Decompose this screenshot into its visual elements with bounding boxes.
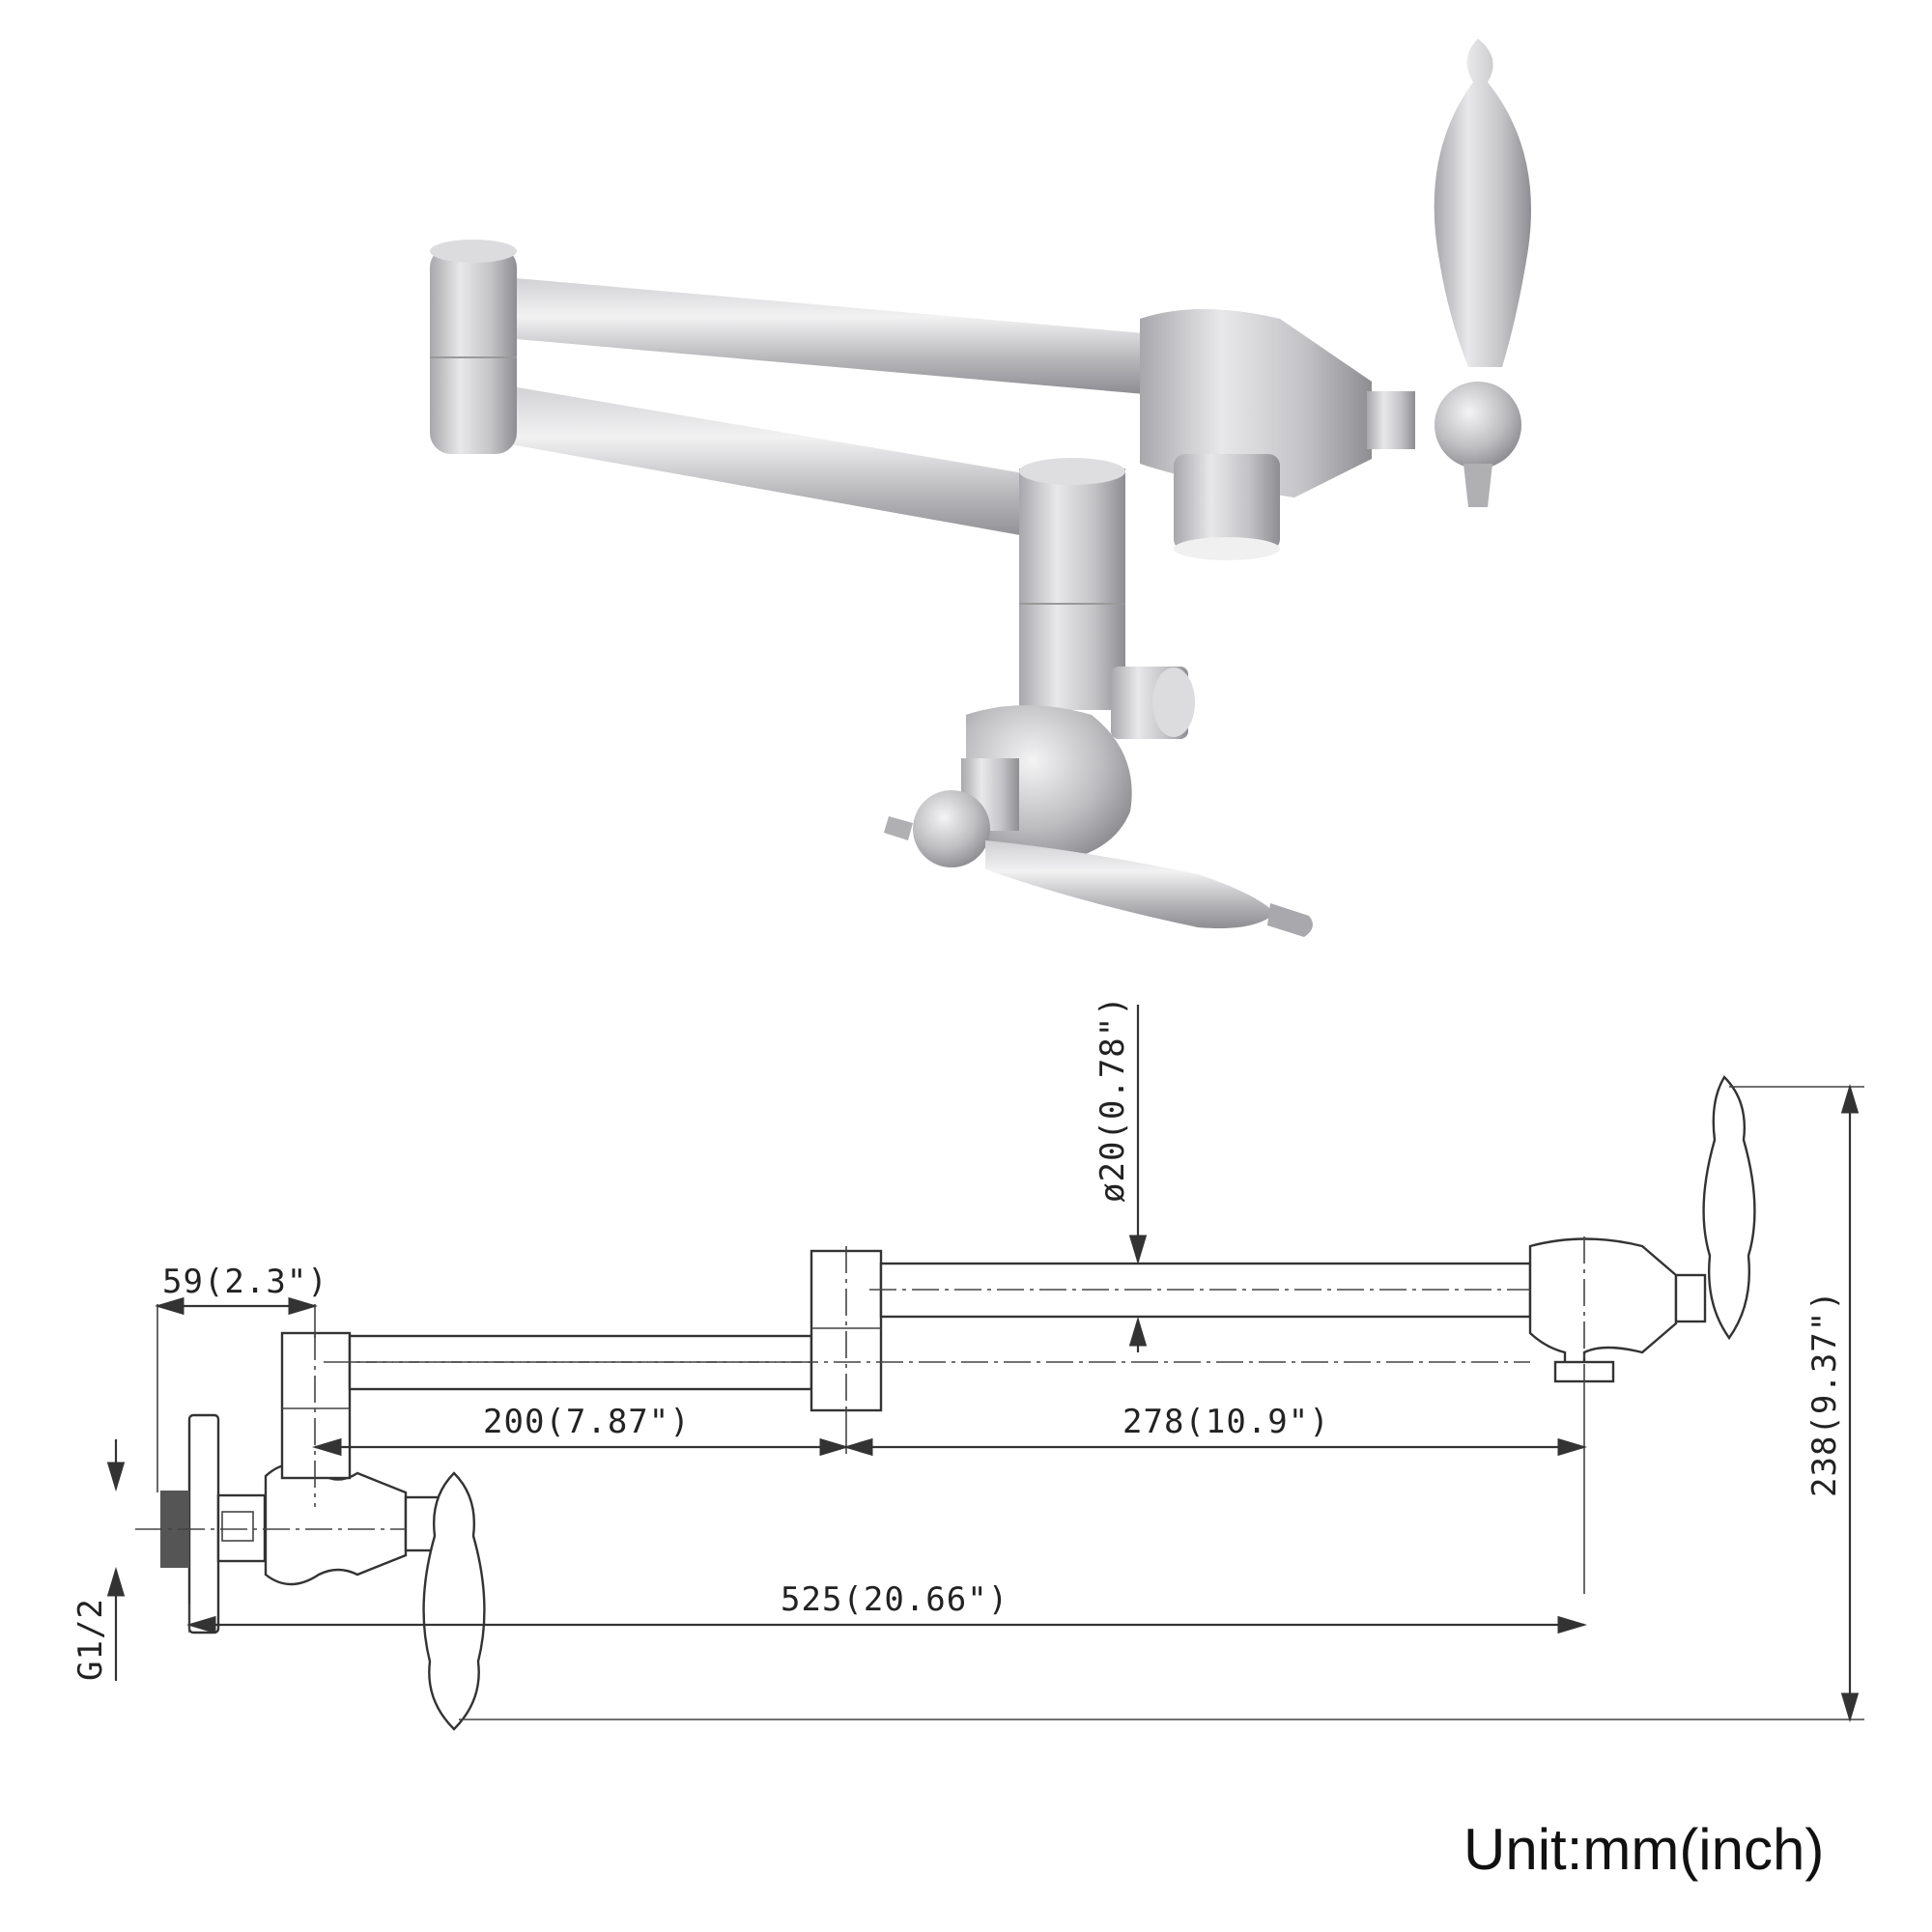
- lower-lever-handle: [884, 790, 1313, 937]
- inlet-valve-body: [961, 667, 1195, 865]
- vertical-riser: [1019, 458, 1125, 710]
- dim-long-arm: 278(10.9"): [1122, 1403, 1330, 1441]
- lower-arm-pipe: [483, 382, 1053, 541]
- upper-arm-pipe: [483, 275, 1145, 394]
- valve-body-outline: [264, 1463, 408, 1586]
- technical-drawing: 59(2.3") 200(7.87") 278(10.9") 525(20.66…: [71, 995, 1864, 1731]
- elbow-joint: [430, 240, 517, 454]
- dim-total-reach: 525(20.66"): [781, 1580, 1009, 1619]
- dim-total-height: 238(9.37"): [1805, 1290, 1844, 1497]
- unit-note: Unit:mm(inch): [1463, 1817, 1824, 1882]
- upper-handle-outline: [1702, 1075, 1756, 1341]
- dim-short-arm: 200(7.87"): [483, 1403, 691, 1441]
- lower-handle-outline: [422, 1471, 486, 1731]
- dim-thread: G1/2: [71, 1598, 110, 1681]
- spout-head-outline: [1528, 1237, 1678, 1374]
- wall-flange: [187, 1413, 220, 1634]
- spout-head: [1140, 309, 1415, 560]
- product-photo: [430, 39, 1531, 937]
- riser-outline: [280, 1331, 352, 1480]
- dim-pipe-diameter: ø20(0.78"): [1094, 995, 1132, 1203]
- upper-lever-handle: [1434, 39, 1531, 507]
- dim-inlet-offset: 59(2.3"): [162, 1263, 328, 1301]
